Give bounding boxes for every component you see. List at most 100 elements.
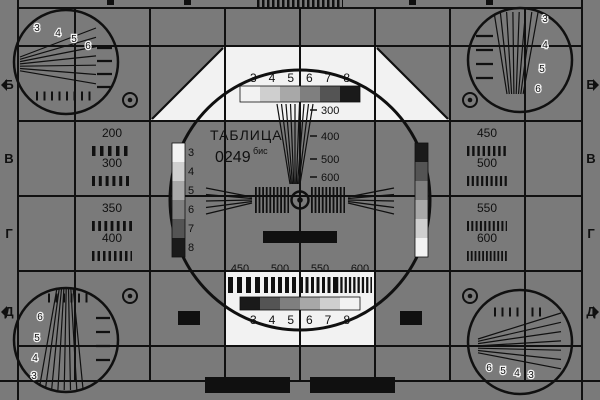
grayscale-step [280,86,300,102]
sync-bar [205,377,290,393]
grayscale-step [280,297,300,310]
row-letter: Б [4,77,13,92]
corner-circle-bottom-right [466,288,574,396]
main-circle [168,68,432,332]
vertical-wedge-fan [276,103,314,185]
grayscale-step [415,143,428,162]
grayscale-step [172,143,185,162]
corner-digit: 4 [514,368,520,379]
frequency-label: 400 [102,231,122,245]
corner-pattern-bottom-right: 6 5 4 3 [477,307,562,382]
card-code: 0249 [215,149,251,166]
corner-digit: 5 [71,34,77,45]
wedge-label-500: 500 [321,154,339,166]
row-letter: В [586,151,595,166]
grayscale-strip-right [414,142,429,258]
grayscale-step [172,162,185,181]
center-bullseye [290,190,310,210]
frequency-panel-left: 200 300 350 400 [92,126,132,261]
frequency-label: 450 [477,126,497,140]
line-group-marks [476,34,493,80]
corner-digit: 4 [55,28,61,39]
corner-circle-top-left [12,8,120,116]
card-code-superscript: бис [253,146,268,156]
corner-circle-top-right [466,6,574,114]
corner-digit: 6 [85,41,91,52]
corner-pattern-top-right: 3 4 5 6 [476,11,550,96]
grayscale-step [415,181,428,200]
row-marker-arrow [593,79,599,91]
grayscale-step [172,238,185,257]
corner-digit: 3 [528,370,534,381]
grayscale-step [415,200,428,219]
card-title: ТАБЛИЦА [210,127,283,143]
resolution-fan [38,288,84,391]
grayscale-staircase-top [239,85,361,103]
grayscale-step [172,200,185,219]
staircase-outline [414,142,429,258]
left-scale-digit: 7 [188,223,194,235]
line-group-marks [96,316,110,362]
row-letter: В [4,151,13,166]
bullseye-target [122,288,138,304]
grayscale-step [300,86,320,102]
frequency-label: 350 [102,201,122,215]
row-letter: Б [586,77,595,92]
burst-label-550: 550 [311,263,329,275]
grayscale-step [260,86,280,102]
burst-label-600: 600 [351,263,369,275]
grayscale-step [260,297,280,310]
left-scale-digit: 3 [188,147,194,159]
grayscale-step [240,297,260,310]
horizontal-wedge-left [205,187,253,215]
row-letter: Г [587,226,595,241]
grayscale-step [320,297,340,310]
wedge-label-400: 400 [321,131,339,143]
row-letter: Г [5,226,13,241]
grayscale-step [415,219,428,238]
row-marker-arrow [1,306,7,318]
wedge-label-600: 600 [321,172,339,184]
left-scale-digit: 6 [188,204,194,216]
left-scale-digit: 4 [188,166,194,178]
corner-digit: 3 [34,23,40,34]
corner-pattern-bottom-left: 6 5 4 3 [30,288,110,391]
staircase-outline [239,85,361,103]
corner-digit: 3 [31,371,37,382]
corner-digit: 5 [500,366,506,377]
corner-digit: 6 [535,84,541,95]
grayscale-step [172,181,185,200]
corner-pattern-top-left: 3 4 5 6 [19,22,112,101]
grayscale-step [320,86,340,102]
left-scale-digit: 8 [188,242,194,254]
corner-digit: 4 [542,40,548,51]
row-letters-right: Б В Г Д [586,77,599,319]
row-letter: Д [586,304,596,319]
resolution-fan [19,27,97,85]
grayscale-step [240,86,260,102]
burst-label-450: 450 [231,263,249,275]
corner-digit: 6 [37,312,43,323]
wedge-label-300: 300 [321,105,339,117]
staircase-outline [239,296,361,311]
wedge-tick-marks [310,109,317,178]
grayscale-step [415,238,428,257]
black-square [178,311,200,325]
cropped-margin-marks [107,0,493,5]
corner-digit: 5 [34,333,40,344]
horizontal-wedge-right [347,187,395,215]
frequency-label: 600 [477,231,497,245]
bottom-scale-digits: 3 4 5 6 7 8 [250,313,350,327]
row-letters-left: Б В Г Д [1,77,14,319]
grayscale-staircase-bottom [239,296,361,311]
frequency-panel-right: 450 500 550 600 [467,126,507,261]
diagonal-lines [151,47,449,120]
grayscale-step [300,297,320,310]
resolution-fan [477,312,562,370]
corner-digit: 4 [32,353,38,364]
black-square [400,311,422,325]
line-group-marks [97,46,112,89]
